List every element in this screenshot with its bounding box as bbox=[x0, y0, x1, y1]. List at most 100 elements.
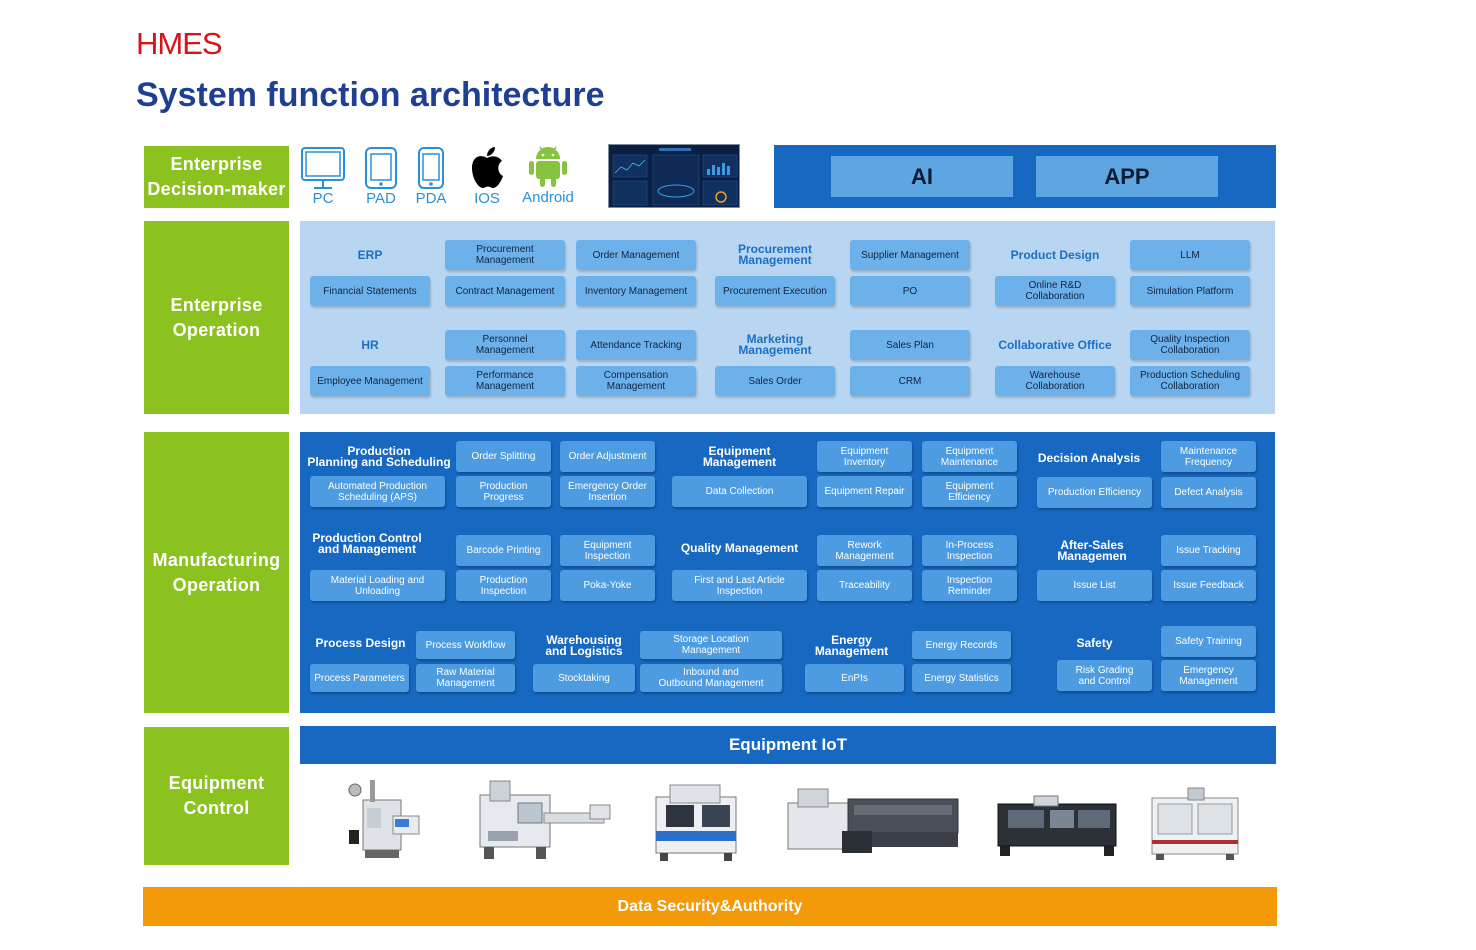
device-pc: PC bbox=[299, 146, 347, 207]
apple-icon bbox=[472, 147, 503, 188]
warehousing-logistics-header: Warehousing and Logistics bbox=[545, 632, 623, 658]
warehouse-collaboration-box[interactable]: Warehouse Collaboration bbox=[995, 366, 1115, 396]
equipment-inventory-box[interactable]: Equipment Inventory bbox=[817, 441, 912, 472]
machine-image-2 bbox=[479, 780, 611, 859]
production-progress-box[interactable]: Production Progress bbox=[456, 476, 551, 507]
device-label-pc: PC bbox=[312, 190, 334, 207]
layer-enterprise-operation: Enterprise Operation bbox=[144, 221, 289, 414]
online-rd-collaboration-box[interactable]: Online R&D Collaboration bbox=[995, 276, 1115, 306]
order-management-box[interactable]: Order Management bbox=[576, 240, 696, 270]
first-last-article-box[interactable]: First and Last Article Inspection bbox=[672, 570, 807, 601]
app-button[interactable]: APP bbox=[1036, 156, 1218, 197]
defect-analysis-box[interactable]: Defect Analysis bbox=[1161, 477, 1256, 508]
stocktaking-box[interactable]: Stocktaking bbox=[533, 664, 635, 692]
production-control-header: Production Control and Management bbox=[312, 530, 422, 556]
device-pda: PDA bbox=[412, 146, 450, 207]
equipment-iot-bar: Equipment IoT bbox=[300, 726, 1276, 764]
energy-records-box[interactable]: Energy Records bbox=[912, 631, 1011, 659]
order-splitting-box[interactable]: Order Splitting bbox=[456, 441, 551, 472]
equipment-efficiency-box[interactable]: Equipment Efficiency bbox=[922, 476, 1017, 507]
equipment-repair-box[interactable]: Equipment Repair bbox=[817, 476, 912, 507]
attendance-tracking-box[interactable]: Attendance Tracking bbox=[576, 330, 696, 360]
rework-management-box[interactable]: Rework Management bbox=[817, 535, 912, 566]
machine-image-6 bbox=[1151, 787, 1239, 860]
device-ios: IOS bbox=[464, 144, 510, 207]
production-inspection-box[interactable]: Production Inspection bbox=[456, 570, 551, 601]
layer-manufacturing-operation: Manufacturing Operation bbox=[144, 432, 289, 713]
after-sales-header: After-Sales Managemen bbox=[1057, 537, 1127, 563]
brand-logo: HMES bbox=[136, 26, 223, 61]
employee-management-box[interactable]: Employee Management bbox=[310, 366, 430, 396]
equipment-maintenance-box[interactable]: Equipment Maintenance bbox=[922, 441, 1017, 472]
raw-material-management-box[interactable]: Raw Material Management bbox=[416, 664, 515, 692]
sales-plan-box[interactable]: Sales Plan bbox=[850, 330, 970, 360]
contract-management-box[interactable]: Contract Management bbox=[445, 276, 565, 306]
quality-management-header: Quality Management bbox=[680, 541, 799, 555]
simulation-platform-box[interactable]: Simulation Platform bbox=[1130, 276, 1250, 306]
product-design-header: Product Design bbox=[1010, 247, 1100, 262]
po-box[interactable]: PO bbox=[850, 276, 970, 306]
risk-grading-box[interactable]: Risk Grading and Control bbox=[1057, 660, 1152, 691]
data-collection-box[interactable]: Data Collection bbox=[672, 476, 807, 507]
erp-header: ERP bbox=[357, 247, 383, 262]
ai-button[interactable]: AI bbox=[831, 156, 1013, 197]
energy-statistics-box[interactable]: Energy Statistics bbox=[912, 664, 1011, 692]
traceability-box[interactable]: Traceability bbox=[817, 570, 912, 601]
process-parameters-box[interactable]: Process Parameters bbox=[310, 664, 409, 692]
performance-management-box[interactable]: Performance Management bbox=[445, 366, 565, 396]
issue-tracking-box[interactable]: Issue Tracking bbox=[1161, 535, 1256, 566]
aps-box[interactable]: Automated Production Scheduling (APS) bbox=[310, 476, 445, 507]
machine-image-4 bbox=[787, 788, 959, 853]
decision-analysis-header: Decision Analysis bbox=[1037, 451, 1141, 465]
material-loading-box[interactable]: Material Loading and Unloading bbox=[310, 570, 445, 601]
safety-training-box[interactable]: Safety Training bbox=[1161, 626, 1256, 657]
storage-location-box[interactable]: Storage Location Management bbox=[640, 631, 782, 659]
procurement-header: Procurement Management bbox=[737, 242, 813, 267]
crm-box[interactable]: CRM bbox=[850, 366, 970, 396]
maintenance-frequency-box[interactable]: Maintenance Frequency bbox=[1161, 441, 1256, 472]
layer-equipment-control: Equipment Control bbox=[144, 727, 289, 865]
machine-image-3 bbox=[655, 784, 737, 861]
machine-image-5 bbox=[997, 795, 1117, 856]
financial-statements-box[interactable]: Financial Statements bbox=[310, 276, 430, 306]
device-label-android: Android bbox=[522, 189, 574, 206]
device-android: Android bbox=[518, 141, 578, 206]
issue-feedback-box[interactable]: Issue Feedback bbox=[1161, 570, 1256, 601]
sales-order-box[interactable]: Sales Order bbox=[715, 366, 835, 396]
process-design-header: Process Design bbox=[315, 636, 406, 650]
poka-yoke-box[interactable]: Poka-Yoke bbox=[560, 570, 655, 601]
monitor-icon bbox=[301, 147, 345, 189]
emergency-order-insertion-box[interactable]: Emergency Order Insertion bbox=[560, 476, 655, 507]
enpis-box[interactable]: EnPIs bbox=[805, 664, 904, 692]
dashboard-screenshot bbox=[608, 144, 740, 208]
equipment-inspection-box[interactable]: Equipment Inspection bbox=[560, 535, 655, 566]
device-label-pad: PAD bbox=[366, 190, 396, 207]
inventory-management-box[interactable]: Inventory Management bbox=[576, 276, 696, 306]
quality-inspection-collaboration-box[interactable]: Quality Inspection Collaboration bbox=[1130, 330, 1250, 360]
production-efficiency-box[interactable]: Production Efficiency bbox=[1037, 477, 1152, 508]
personnel-management-box[interactable]: Personnel Management bbox=[445, 330, 565, 360]
llm-box[interactable]: LLM bbox=[1130, 240, 1250, 270]
procurement-execution-box[interactable]: Procurement Execution bbox=[715, 276, 835, 306]
equipment-management-header: Equipment Management bbox=[702, 443, 777, 469]
supplier-management-box[interactable]: Supplier Management bbox=[850, 240, 970, 270]
order-adjustment-box[interactable]: Order Adjustment bbox=[560, 441, 655, 472]
layer-decision-maker: Enterprise Decision-maker bbox=[144, 146, 289, 208]
procurement-management-box[interactable]: Procurement Management bbox=[445, 240, 565, 270]
issue-list-box[interactable]: Issue List bbox=[1037, 570, 1152, 601]
page-title: System function architecture bbox=[136, 76, 605, 114]
device-pad: PAD bbox=[360, 146, 402, 207]
barcode-printing-box[interactable]: Barcode Printing bbox=[456, 535, 551, 566]
data-security-bar: Data Security&Authority bbox=[143, 887, 1277, 926]
planning-scheduling-header: Production Planning and Scheduling bbox=[307, 444, 451, 469]
collaborative-office-header: Collaborative Office bbox=[998, 337, 1112, 352]
production-scheduling-collaboration-box[interactable]: Production Scheduling Collaboration bbox=[1130, 366, 1250, 396]
inbound-outbound-box[interactable]: Inbound and Outbound Management bbox=[640, 664, 782, 692]
process-workflow-box[interactable]: Process Workflow bbox=[416, 631, 515, 659]
device-label-pda: PDA bbox=[415, 190, 447, 207]
compensation-management-box[interactable]: Compensation Management bbox=[576, 366, 696, 396]
in-process-inspection-box[interactable]: In-Process Inspection bbox=[922, 535, 1017, 566]
safety-header: Safety bbox=[1076, 636, 1113, 650]
inspection-reminder-box[interactable]: Inspection Reminder bbox=[922, 570, 1017, 601]
emergency-management-box[interactable]: Emergency Management bbox=[1161, 660, 1256, 691]
